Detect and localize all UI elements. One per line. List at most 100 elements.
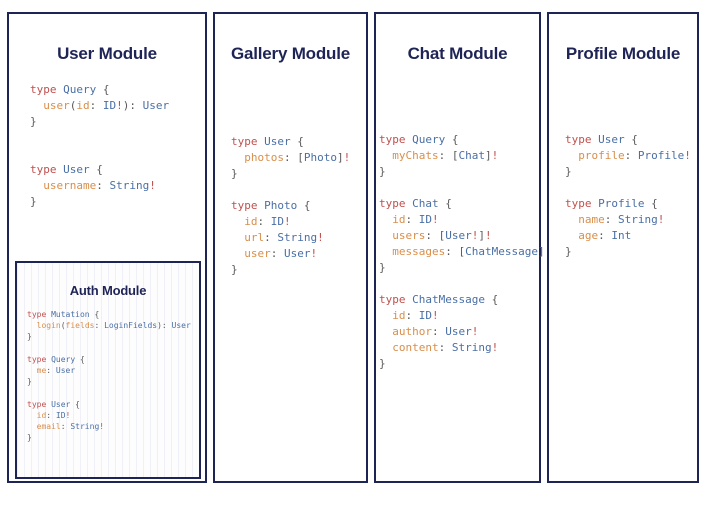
code-token-field: id (27, 410, 47, 420)
code-token-type: ID (55, 410, 66, 420)
code-token-punct: { (624, 133, 638, 146)
code-token-field: author (379, 325, 432, 338)
code-token-bang: ! (684, 149, 691, 162)
code-token-punct: : [ (425, 229, 446, 242)
code-token-type: Query (51, 354, 76, 364)
code-token-type: ID (418, 309, 432, 322)
code-token-punct: { (644, 197, 658, 210)
module-panel-user[interactable]: User Module type Query { user(id: ID!): … (7, 12, 207, 483)
code-token-punct: { (75, 354, 85, 364)
code-token-punct: ): (122, 99, 143, 112)
schema-code-profile: type User { profile: Profile! } type Pro… (565, 132, 691, 260)
code-token-punct: ( (69, 99, 77, 112)
code-token-punct: : (604, 213, 618, 226)
code-token-punct: : (438, 341, 452, 354)
code-token-type: String (618, 213, 658, 226)
code-token-field: username (30, 179, 97, 192)
code-token-bang: ! (432, 309, 439, 322)
code-token-type: ID (270, 215, 284, 228)
module-panel-chat[interactable]: Chat Module type Query { myChats: [Chat]… (374, 12, 551, 483)
code-token-field: profile (565, 149, 625, 162)
code-token-field: users (379, 229, 426, 242)
code-token-punct: } (231, 167, 238, 180)
code-token-kw: type (565, 133, 599, 146)
code-token-punct: : (94, 321, 105, 331)
code-token-bang: ! (317, 231, 324, 244)
schema-code-chat: type Query { myChats: [Chat]! } type Cha… (379, 132, 551, 372)
code-token-bang: ! (99, 422, 105, 432)
module-title-gallery: Gallery Module (230, 44, 351, 63)
code-token-type: ID (102, 99, 117, 112)
code-token-type: Query (412, 133, 446, 146)
code-token-punct: { (70, 399, 80, 409)
code-token-type: Query (63, 83, 97, 96)
code-token-kw: type (379, 293, 413, 306)
code-token-kw: type (231, 199, 265, 212)
code-token-punct: ] (484, 149, 492, 162)
code-token-bang: ! (149, 179, 156, 192)
code-token-type: Profile (637, 149, 685, 162)
code-token-type: String (277, 231, 318, 244)
code-token-punct: : (270, 247, 284, 260)
code-token-punct: } (379, 165, 386, 178)
code-token-kw: type (565, 197, 599, 210)
code-token-punct: } (379, 357, 386, 370)
code-token-type: LoginFields (104, 321, 158, 331)
code-token-type: User (51, 399, 71, 409)
code-token-type: Photo (264, 199, 298, 212)
code-token-punct: } (27, 332, 32, 342)
code-token-type: Chat (412, 197, 439, 210)
code-token-bang: ! (310, 247, 318, 260)
code-token-punct: : (96, 179, 110, 192)
code-token-type: ID (418, 213, 432, 226)
code-token-field: url (231, 231, 265, 244)
code-token-bang: ! (432, 213, 439, 226)
code-token-punct: ] (478, 229, 485, 242)
schema-code-auth: type Mutation { login(fields: LoginField… (27, 309, 191, 443)
code-token-kw: type (30, 163, 64, 176)
module-panel-auth[interactable]: Auth Module type Mutation { login(fields… (15, 261, 201, 479)
module-panel-gallery[interactable]: Gallery Module type User { photos: [Phot… (213, 12, 368, 483)
code-token-punct: } (565, 245, 572, 258)
code-token-type: Mutation (51, 310, 90, 319)
code-token-type: Photo (303, 151, 337, 164)
code-token-punct: : (624, 149, 638, 162)
code-token-punct: } (27, 433, 32, 443)
code-token-punct: ] (537, 245, 545, 258)
code-token-type: String (451, 341, 492, 354)
module-panel-profile[interactable]: Profile Module type User { profile: Prof… (547, 12, 699, 483)
code-token-punct: } (30, 195, 37, 208)
code-token-kw: type (231, 135, 265, 148)
code-token-bang: ! (657, 213, 665, 226)
schema-code-gallery: type User { photos: [Photo]! } type Phot… (231, 134, 350, 278)
code-token-bang: ! (471, 325, 479, 338)
code-token-field: id (76, 99, 90, 112)
code-token-punct: ): (157, 321, 172, 331)
code-token-kw: type (27, 399, 52, 409)
code-token-field: id (231, 215, 258, 228)
code-token-type: User (55, 366, 76, 376)
code-token-type: ChatMessage (465, 245, 538, 258)
code-token-punct: : [ (445, 245, 466, 258)
code-token-bang: ! (343, 151, 351, 164)
code-token-bang: ! (491, 149, 499, 162)
code-token-punct: : (46, 366, 56, 376)
code-token-type: User (284, 247, 311, 260)
code-token-kw: type (27, 310, 52, 319)
code-token-bang: ! (491, 341, 499, 354)
code-token-field: login (27, 321, 61, 331)
code-token-punct: : (89, 99, 103, 112)
code-token-type: Profile (598, 197, 645, 210)
code-token-punct: ( (60, 321, 66, 331)
code-token-type: User (142, 99, 170, 112)
code-token-punct: : (431, 325, 446, 338)
code-token-bang: ! (284, 215, 291, 228)
code-token-punct: } (231, 263, 238, 276)
code-token-type: User (63, 163, 90, 176)
code-token-punct: { (89, 310, 100, 319)
module-title-profile: Profile Module (565, 44, 681, 63)
code-token-type: User (598, 133, 625, 146)
code-token-punct: : (405, 309, 419, 322)
code-token-type: User (445, 325, 472, 338)
code-token-punct: } (379, 261, 386, 274)
